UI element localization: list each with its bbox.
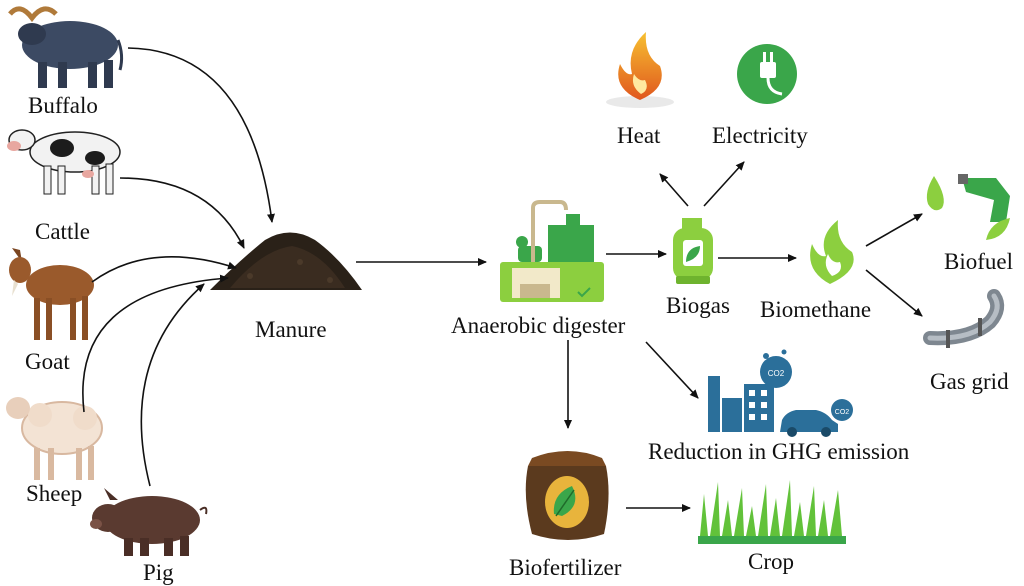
ghg-industry-icon xyxy=(708,349,792,432)
label-goat: Goat xyxy=(25,349,70,374)
label-biofuel: Biofuel xyxy=(944,249,1013,274)
arrow-biogas-heat xyxy=(659,173,689,207)
label-sheep: Sheep xyxy=(26,481,83,506)
biofertilizer-sack-icon xyxy=(525,451,609,540)
arrow-biogas-electricity xyxy=(703,161,745,207)
label-ghg-reduction: Reduction in GHG emission xyxy=(648,439,910,464)
arrow-digester-ghg xyxy=(645,341,699,399)
biofuel-nozzle-icon xyxy=(926,174,1010,240)
goat-icon xyxy=(9,248,94,340)
electricity-plug-icon xyxy=(737,44,797,104)
heat-flame-icon xyxy=(606,32,674,108)
cattle-icon xyxy=(7,129,121,195)
label-heat: Heat xyxy=(617,123,661,148)
co2-badge-label-car: CO2 xyxy=(835,409,850,416)
label-pig: Pig xyxy=(143,560,174,585)
buffalo-icon xyxy=(8,6,124,88)
arrow-cattle-manure xyxy=(119,177,245,249)
label-digester: Anaerobic digester xyxy=(451,313,626,338)
gas-grid-pipeline-icon xyxy=(923,289,1005,348)
label-crop: Crop xyxy=(748,549,794,574)
pig-icon xyxy=(90,488,208,556)
arrow-pig-manure xyxy=(140,283,205,487)
anaerobic-digester-icon xyxy=(500,200,604,302)
label-biomethane: Biomethane xyxy=(760,297,872,322)
label-manure: Manure xyxy=(255,317,327,342)
arrow-biomethane-biofuel xyxy=(865,213,923,247)
sheep-icon xyxy=(6,397,103,480)
co2-badge-label: CO2 xyxy=(768,369,785,378)
arrow-buffalo-manure xyxy=(127,47,275,223)
label-buffalo: Buffalo xyxy=(28,93,98,118)
crop-grass-icon xyxy=(698,480,846,544)
label-cattle: Cattle xyxy=(35,219,90,244)
ghg-car-icon xyxy=(780,399,853,437)
arrow-biomethane-gasgrid xyxy=(865,269,923,317)
flow-arrows xyxy=(82,47,923,512)
biogas-cylinder-icon xyxy=(673,218,713,284)
label-biofertilizer: Biofertilizer xyxy=(509,555,622,580)
arrow-goat-manure xyxy=(91,256,237,283)
manure-pile-icon xyxy=(210,232,362,290)
label-gas-grid: Gas grid xyxy=(930,369,1009,394)
label-electricity: Electricity xyxy=(712,123,808,148)
label-biogas: Biogas xyxy=(666,293,730,318)
arrow-sheep-manure xyxy=(82,274,229,413)
biomethane-flame-icon xyxy=(810,220,854,284)
